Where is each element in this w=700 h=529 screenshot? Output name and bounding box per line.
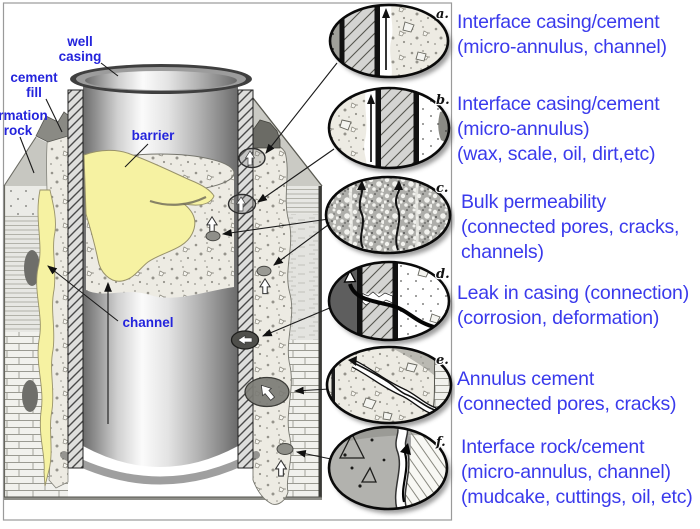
marker-c2 (256, 265, 272, 277)
description-line: (wax, scale, oil, dirt,etc) (457, 143, 656, 165)
cement-fill-label: fill (26, 85, 42, 100)
cement-annulus-right (252, 119, 293, 505)
shadow-blob (24, 250, 40, 286)
inset-a-letter: a. (436, 7, 449, 22)
inset-e-letter: e. (436, 353, 449, 368)
channel-arrow-1 (47, 265, 119, 322)
description-f: Interface rock/cement (micro-annulus, ch… (461, 435, 693, 510)
marker-f (276, 443, 294, 455)
description-line: (connected pores, cracks, (461, 216, 680, 238)
shadow-blob (22, 380, 38, 412)
description-d: Leak in casing (connection) (corrosion, … (457, 281, 689, 331)
inset-b-letter: b. (436, 93, 450, 108)
casing-rim (70, 64, 252, 94)
barrier-label: barrier (132, 128, 176, 143)
label-leaders (19, 62, 149, 424)
inset-e: e. (325, 345, 455, 428)
diagram-labels: well casing cement fill rmation rock bar… (0, 34, 175, 330)
description-line: Interface casing/cement (457, 93, 660, 115)
marker-c1 (205, 230, 221, 242)
description-line: (corrosion, deformation) (457, 307, 660, 329)
description-line: (micro-annulus, channel) (457, 36, 667, 58)
description-line: (mudcake, cuttings, oil, etc) (461, 486, 693, 508)
description-b: Interface casing/cement (micro-annulus) … (457, 92, 660, 167)
inset-d-letter: d. (436, 267, 450, 282)
description-line: Leak in casing (connection) (457, 282, 689, 304)
description-line: (micro-annulus) (457, 118, 590, 140)
inset-b: b. (327, 86, 453, 173)
inset-c: c. (324, 175, 454, 258)
inset-f: f. (327, 425, 451, 514)
description-a: Interface casing/cement (micro-annulus, … (457, 10, 667, 60)
inset-c-letter: c. (436, 181, 448, 196)
description-line: Bulk permeability (461, 191, 607, 213)
description-line: Interface rock/cement (461, 436, 645, 458)
inset-a: a. (328, 3, 452, 82)
description-line: (micro-annulus, channel) (461, 461, 671, 483)
channel-label: channel (122, 315, 173, 330)
description-e: Annulus cement (connected pores, cracks) (457, 367, 677, 417)
cement-fill-left (22, 111, 81, 489)
inset-connectors (221, 62, 338, 460)
formation-rock-label: rock (4, 123, 33, 138)
channel-blob (83, 149, 215, 282)
description-line: Interface casing/cement (457, 11, 660, 33)
description-line: channels) (461, 241, 544, 263)
description-line: Annulus cement (457, 368, 595, 390)
well-casing-label: casing (59, 49, 102, 64)
formation-rock-label: rmation (0, 108, 48, 123)
well-casing-label: well (66, 34, 93, 49)
description-c: Bulk permeability (connected pores, crac… (461, 190, 679, 265)
channel-ribbon (36, 189, 56, 487)
inset-f-letter: f. (435, 435, 446, 450)
cement-fill-label: cement (10, 70, 58, 85)
well-bore-cylinder (60, 86, 260, 485)
well-casing-walls (67, 89, 254, 469)
leak-markers (205, 147, 294, 477)
description-line: (connected pores, cracks) (457, 393, 677, 415)
well-schematic: well casing cement fill rmation rock bar… (0, 2, 455, 521)
